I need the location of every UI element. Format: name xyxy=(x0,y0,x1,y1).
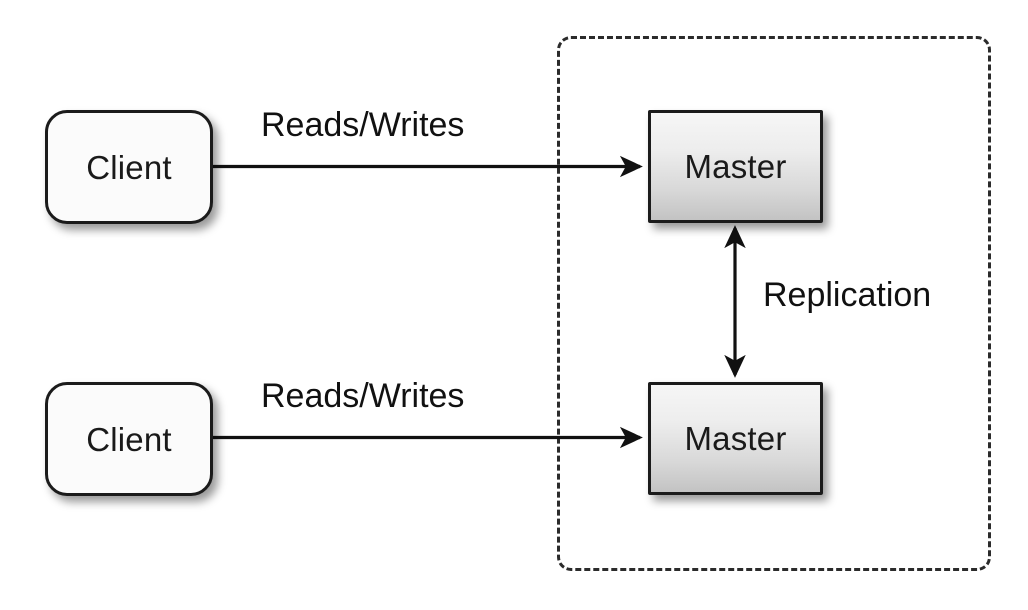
node-client-top-label: Client xyxy=(86,148,172,186)
node-client-bottom[interactable]: Client xyxy=(45,382,213,496)
edge-label-reads-writes-bottom: Reads/Writes xyxy=(261,377,465,415)
node-master-top[interactable]: Master xyxy=(648,110,823,223)
node-client-top[interactable]: Client xyxy=(45,110,213,224)
edge-label-replication: Replication xyxy=(763,276,932,314)
cluster-boundary-dashed xyxy=(557,36,991,571)
node-client-bottom-label: Client xyxy=(86,420,172,458)
edge-label-reads-writes-top: Reads/Writes xyxy=(261,106,465,144)
node-master-bottom-label: Master xyxy=(684,420,787,457)
node-master-bottom[interactable]: Master xyxy=(648,382,823,495)
node-master-top-label: Master xyxy=(684,148,787,185)
